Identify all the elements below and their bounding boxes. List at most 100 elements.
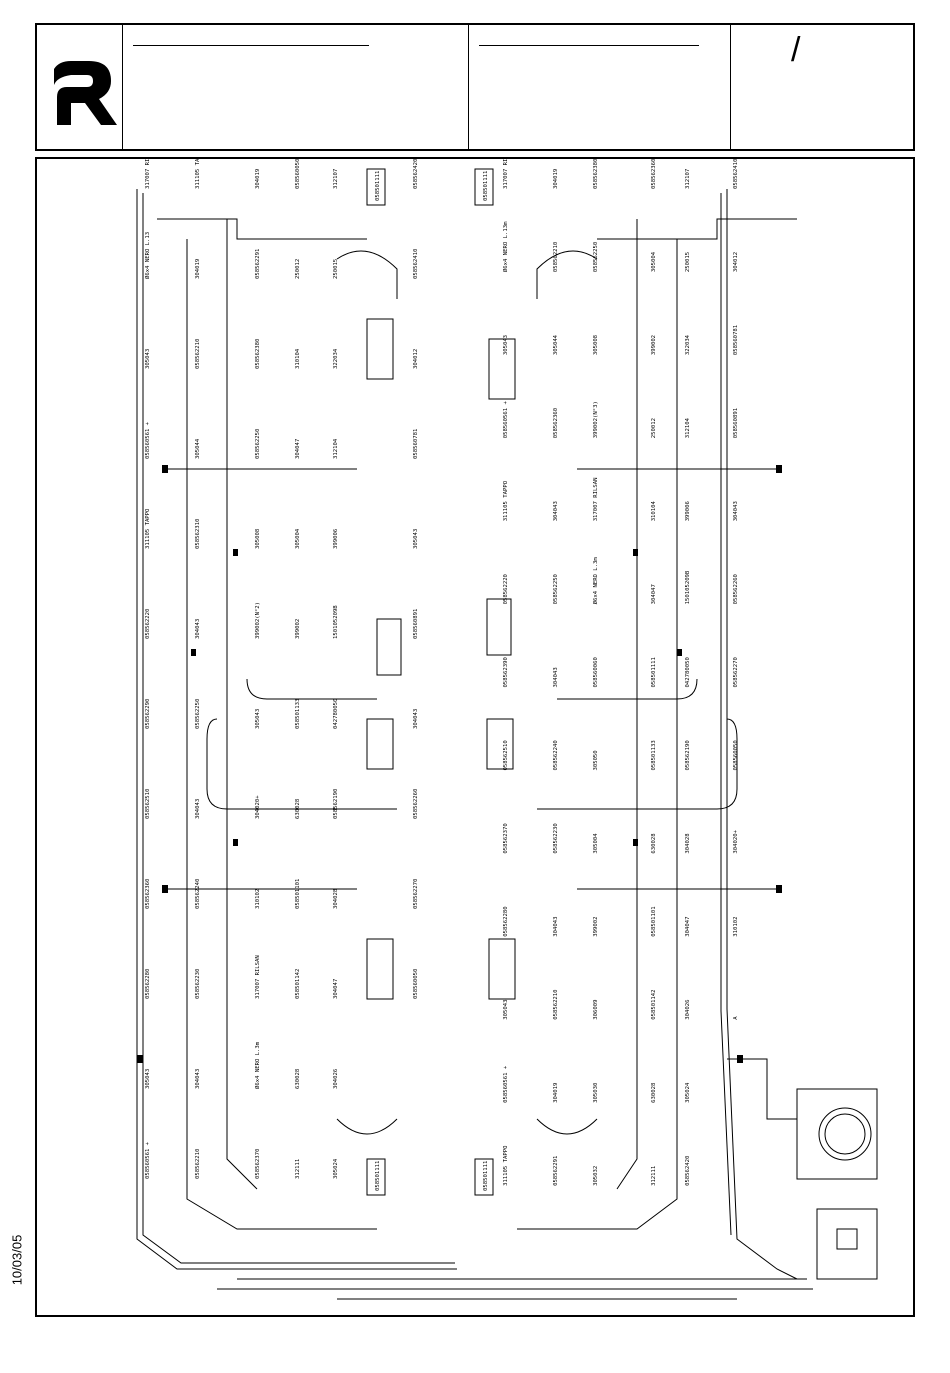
part-number-label: 312111 — [295, 1159, 301, 1179]
pipe-mid-right-2 — [537, 718, 738, 810]
part-number-label: 058560781 — [733, 325, 739, 355]
part-number-label: 058562380 — [593, 159, 599, 189]
part-number-label: 304019 — [195, 259, 201, 279]
part-number-label: 042780050 — [333, 699, 339, 729]
part-number-label: 250012 — [651, 418, 657, 438]
fittings — [137, 465, 782, 1063]
part-number-label: 058562270 — [733, 657, 739, 687]
pipe-mid-right — [557, 678, 698, 700]
part-number-label: 058560891 — [733, 408, 739, 438]
part-number-label: 304020+ — [733, 829, 739, 853]
pipe-mid-left — [246, 678, 377, 700]
part-number-label: 058562290 — [145, 699, 151, 729]
part-number-label: 305050 — [593, 750, 599, 770]
revision-mark: / — [791, 31, 801, 69]
part-number-label: 312104 — [685, 417, 691, 438]
part-number-label: 305024 — [333, 1158, 339, 1179]
pipe-top-right — [597, 218, 797, 240]
part-number-label: 304043 — [553, 501, 559, 521]
part-number-label: 399006 — [333, 529, 339, 549]
part-number-label: 058560060 — [593, 657, 599, 687]
part-number-label: 058501101 — [651, 906, 657, 936]
valve-block-right-bot — [474, 1158, 494, 1196]
pipe-right-inner-2 — [616, 219, 638, 1190]
part-number-label: 305004 — [593, 833, 599, 854]
pipe-left-inner-2 — [226, 219, 258, 1190]
part-number-label: 304028 — [333, 888, 339, 909]
part-number-label: 322034 — [685, 334, 691, 355]
part-number-label: 058562420 — [685, 1156, 691, 1186]
part-number-label: 305004 — [295, 528, 301, 549]
part-number-label: 304012 — [413, 349, 419, 369]
part-number-label: 305043 — [145, 1069, 151, 1089]
part-number-label: 304047 — [333, 979, 339, 999]
part-number-label: 304047 — [685, 916, 691, 936]
pipe-mid-left-2 — [206, 718, 397, 810]
part-number-label: 304026 — [685, 1000, 691, 1020]
part-number-label: 304019 — [255, 169, 261, 189]
part-number-label: 058562360 — [145, 879, 151, 909]
pipe-left-outer-2 — [142, 193, 455, 1264]
part-number-label: 312107 — [333, 169, 339, 189]
part-number-label: 312111 — [651, 1166, 657, 1186]
part-number-label: 304043 — [195, 799, 201, 819]
part-number-label: 304026 — [333, 1069, 339, 1089]
part-number-label: 058562230 — [195, 969, 201, 999]
subtitle-cell — [469, 25, 731, 149]
part-number-label: 058562230 — [553, 823, 559, 853]
pump-motor-icon — [818, 1107, 872, 1161]
part-number-label: 058562260 — [733, 574, 739, 604]
part-number-label: 058562250 — [255, 429, 261, 459]
part-number-label: 042780050 — [685, 657, 691, 687]
valve-block-left-top — [366, 168, 386, 206]
part-number-label: 058562250 — [195, 699, 201, 729]
part-number-label: 305043 — [503, 335, 509, 355]
part-number-label: 305032 — [593, 1166, 599, 1186]
valve-id-label: 058501111 — [483, 1161, 489, 1191]
part-number-label: 058562210 — [195, 1149, 201, 1179]
part-number-label: 322034 — [333, 348, 339, 369]
part-number-label: 058562380 — [255, 339, 261, 369]
part-number-label: 399002(N°3) — [593, 401, 599, 438]
pipe-network — [136, 189, 813, 1300]
part-number-label: 058562250 — [593, 242, 599, 272]
part-number-label: 399002 — [295, 619, 301, 639]
part-number-label: 399002(N°2) — [255, 602, 261, 639]
part-number-label: 058560050 — [295, 159, 301, 189]
cylinders — [366, 168, 516, 1196]
part-number-label: 317007 RILSAN — [503, 159, 509, 189]
part-number-label: 058562291 — [255, 249, 261, 279]
part-number-label: Ø6x4 NERO L.3m — [254, 1041, 261, 1089]
cylinder-right-4 — [488, 938, 516, 1000]
part-number-label: 058501133 — [295, 699, 301, 729]
subtitle-rule — [479, 45, 699, 46]
valve-id-label: 058501111 — [375, 1161, 381, 1191]
part-number-label: 058562390 — [503, 657, 509, 687]
valve-block-right-top — [474, 168, 494, 206]
part-number-label: 058562370 — [503, 823, 509, 853]
part-number-label: 312104 — [333, 438, 339, 459]
part-number-label: 058562280 — [145, 969, 151, 999]
part-number-label: 305024 — [685, 1082, 691, 1103]
part-number-label: 058562220 — [145, 609, 151, 639]
part-number-label: 310104 — [295, 348, 301, 369]
part-number-label: 312107 — [685, 169, 691, 189]
cylinder-left-1 — [366, 318, 394, 380]
part-number-label: 058560561 + — [503, 1065, 509, 1103]
part-number-label: 304043 — [195, 619, 201, 639]
cylinder-right-2 — [486, 598, 512, 656]
part-number-label: 311105 TAPPO — [145, 508, 151, 549]
part-number-label: 058562370 — [255, 1149, 261, 1179]
part-number-label: 305008 — [593, 334, 599, 355]
pump-base — [816, 1208, 878, 1280]
part-number-label: 058562310 — [195, 519, 201, 549]
part-number-label: 399002 — [593, 916, 599, 936]
part-number-label: 250012 — [295, 259, 301, 279]
part-number-label: 058560050 — [413, 969, 419, 999]
part-number-label: 310102 — [255, 889, 261, 909]
part-number-label: 058562410 — [733, 159, 739, 189]
part-number-label: 630028 — [651, 1082, 657, 1103]
